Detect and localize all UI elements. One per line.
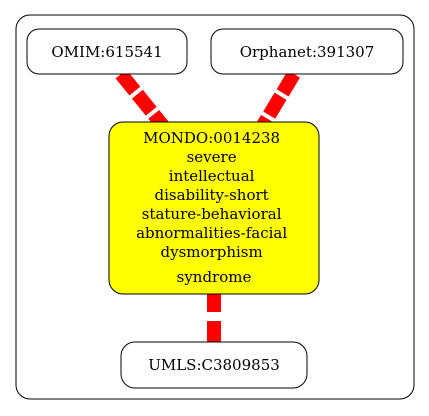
node-omim-label: OMIM:615541: [51, 43, 162, 61]
node-umls[interactable]: UMLS:C3809853: [120, 341, 308, 389]
node-mondo[interactable]: MONDO:0014238 severe intellectual disabi…: [108, 121, 320, 295]
mondo-line-4: disability-short: [155, 186, 269, 204]
edge-omim-to-mondo: [115, 69, 170, 132]
node-orphanet-label: Orphanet:391307: [240, 43, 375, 61]
mondo-line-2: severe: [187, 148, 237, 166]
node-umls-label: UMLS:C3809853: [148, 356, 280, 374]
mondo-line-1: MONDO:0014238: [143, 129, 280, 147]
mondo-line-6: abnormalities-facial: [136, 224, 287, 242]
mondo-line-8: syndrome: [177, 268, 252, 286]
edge-orphanet-to-mondo: [256, 70, 300, 131]
node-mondo-label: MONDO:0014238 severe intellectual disabi…: [136, 129, 292, 286]
mondo-line-5: stature-behavioral: [142, 205, 282, 223]
mondo-line-7: dysmorphism: [161, 243, 263, 261]
mondo-line-3: intellectual: [169, 167, 255, 185]
node-orphanet[interactable]: Orphanet:391307: [210, 28, 404, 75]
node-omim[interactable]: OMIM:615541: [26, 28, 188, 75]
